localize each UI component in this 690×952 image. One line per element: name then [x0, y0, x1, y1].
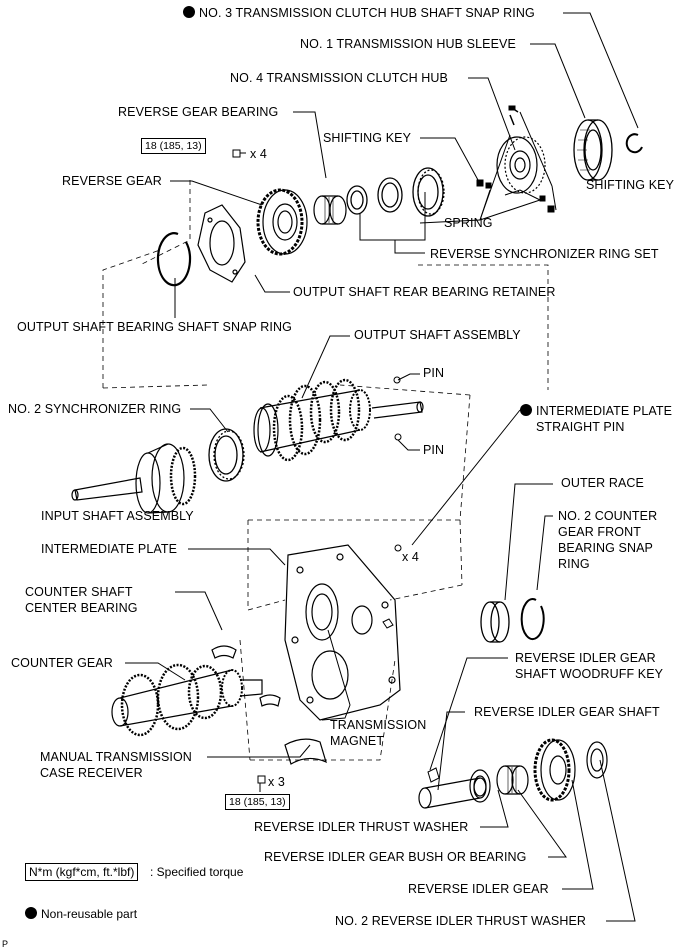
bolt-top [232, 149, 246, 158]
non-reusable-dot-icon [183, 6, 195, 18]
output-shaft-assembly [253, 378, 424, 462]
outer-race [480, 601, 510, 643]
torque-box-top: 18 (185, 13) [141, 138, 206, 154]
pin-bottom [394, 433, 402, 441]
label-case-receiver-line2: CASE RECEIVER [40, 766, 143, 780]
no2-reverse-idler-thrust-washer [586, 741, 608, 779]
label-input-shaft-assembly: INPUT SHAFT ASSEMBLY [41, 509, 194, 523]
label-idler-thrust-washer: REVERSE IDLER THRUST WASHER [254, 820, 469, 834]
label-pin-top: PIN [423, 366, 445, 380]
label-pin-bottom: PIN [423, 443, 445, 457]
label-case-receiver-line1: MANUAL TRANSMISSION [40, 750, 192, 764]
reverse-idler-gear [533, 738, 576, 802]
legend-torque-desc: : Specified torque [150, 865, 244, 879]
bolt-bottom [257, 775, 266, 792]
transmission-magnet [382, 618, 394, 629]
qty-bolts-top: x 4 [250, 147, 267, 161]
label-reverse-sync-ring-set: REVERSE SYNCHRONIZER RING SET [430, 247, 659, 261]
counter-front-snap-ring [520, 598, 545, 641]
qty-pins-plate: x 4 [402, 550, 419, 564]
hub-sleeve [573, 119, 613, 181]
label-rear-bearing-retainer: OUTPUT SHAFT REAR BEARING RETAINER [293, 285, 556, 299]
reverse-sync-ring-set [346, 167, 445, 217]
non-reusable-dot-icon [520, 404, 532, 416]
no2-sync-ring [208, 428, 245, 482]
label-spring: SPRING [444, 216, 493, 230]
intermediate-plate [284, 544, 401, 721]
reverse-idler-gear-bush [496, 765, 529, 795]
label-magnet-line1: TRANSMISSION [330, 718, 427, 732]
label-intermediate-plate-pin: INTERMEDIATE PLATE [520, 404, 672, 419]
label-idler-bush: REVERSE IDLER GEAR BUSH OR BEARING [264, 850, 527, 864]
label-idler-gear-shaft: REVERSE IDLER GEAR SHAFT [474, 705, 660, 719]
label-no2-sync-ring: NO. 2 SYNCHRONIZER RING [8, 402, 182, 416]
footer-code: P [2, 939, 9, 949]
springs-and-keys [476, 105, 555, 213]
reverse-gear-bearing [313, 195, 347, 225]
reverse-idler-thrust-washer [469, 769, 491, 803]
label-outer-race: OUTER RACE [561, 476, 644, 490]
non-reusable-dot-icon [25, 907, 37, 919]
label-no2-counter-line1: NO. 2 COUNTER [558, 509, 658, 523]
label-shifting-key-left: SHIFTING KEY [323, 131, 412, 145]
label-shifting-key-right: SHIFTING KEY [586, 178, 675, 192]
hub-snap-ring [625, 133, 643, 154]
label-counter-shaft-line2: CENTER BEARING [25, 601, 138, 615]
pin-top [393, 376, 401, 384]
torque-box-bottom: 18 (185, 13) [225, 794, 290, 810]
label-intermediate-plate: INTERMEDIATE PLATE [41, 542, 178, 556]
label-counter-gear: COUNTER GEAR [11, 656, 113, 670]
label-woodruff-line2: SHAFT WOODRUFF KEY [515, 667, 664, 681]
qty-bolts-bottom: x 3 [268, 775, 285, 789]
label-no2-counter-line4: RING [558, 557, 590, 571]
label-counter-shaft-line1: COUNTER SHAFT [25, 585, 133, 599]
woodruff-key [427, 767, 440, 783]
label-idler-gear: REVERSE IDLER GEAR [408, 882, 549, 896]
counter-shaft-center-bearing [211, 645, 281, 707]
case-receiver [284, 738, 327, 765]
legend-torque-units: N*m (kgf*cm, ft.*lbf) [25, 863, 139, 881]
label-no2-idler-thrust-washer: NO. 2 REVERSE IDLER THRUST WASHER [335, 914, 587, 928]
counter-gear [111, 663, 263, 737]
input-shaft-assembly [71, 443, 197, 514]
label-bearing-snap-ring: OUTPUT SHAFT BEARING SHAFT SNAP RING [17, 320, 292, 334]
label-no2-counter-line2: GEAR FRONT [558, 525, 641, 539]
label-clutch-hub: NO. 4 TRANSMISSION CLUTCH HUB [230, 71, 448, 85]
label-reverse-gear-bearing: REVERSE GEAR BEARING [118, 105, 279, 119]
legend-non-reusable: Non-reusable part [25, 906, 137, 922]
label-hub-sleeve: NO. 1 TRANSMISSION HUB SLEEVE [300, 37, 516, 51]
bearing-snap-ring [156, 232, 192, 287]
label-magnet-line2: MAGNET [330, 734, 385, 748]
rear-bearing-retainer [197, 204, 246, 283]
reverse-gear [256, 188, 308, 256]
label-no2-counter-line3: BEARING SNAP [558, 541, 653, 555]
label-hub-snap-ring: NO. 3 TRANSMISSION CLUTCH HUB SHAFT SNAP… [183, 6, 535, 21]
label-output-shaft-assembly: OUTPUT SHAFT ASSEMBLY [354, 328, 521, 342]
label-intermediate-plate-pin-line2: STRAIGHT PIN [536, 420, 625, 434]
label-woodruff-line1: REVERSE IDLER GEAR [515, 651, 656, 665]
intermediate-plate-pin [394, 544, 402, 552]
label-reverse-gear: REVERSE GEAR [62, 174, 162, 188]
